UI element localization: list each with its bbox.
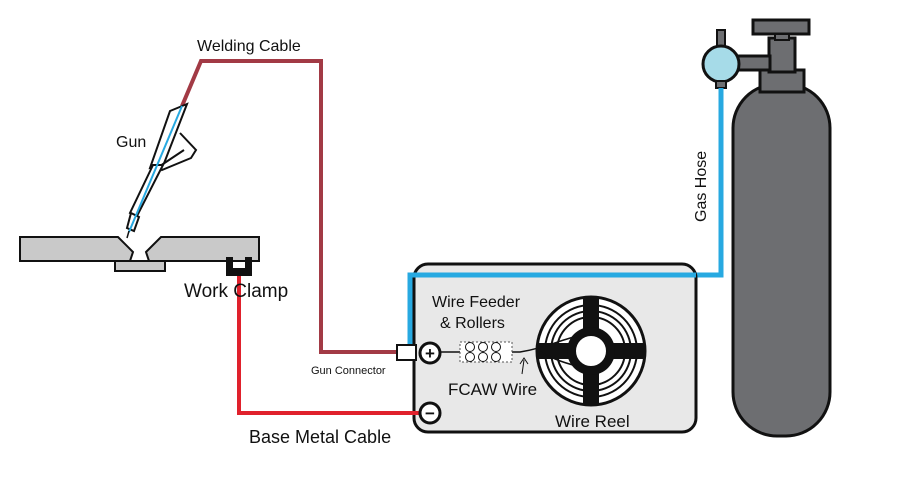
wire-reel-label: Wire Reel [555,412,630,431]
backing-strip [114,260,166,272]
cylinder-valve-handle [751,18,811,36]
positive-terminal-symbol: + [425,344,435,363]
base-metal-cable-label: Base Metal Cable [249,427,391,447]
gun-connector-label: Gun Connector [311,365,386,377]
positive-terminal: + [418,341,442,365]
rollers-label: & Rollers [440,315,505,332]
gas-hose-label: Gas Hose [693,151,710,222]
work-clamp-icon [226,257,252,276]
fcaw-wire-path [432,335,579,353]
negative-terminal-symbol: − [425,404,435,423]
cylinder-handle-post [774,33,790,41]
workpiece [19,236,260,272]
fcaw-wire-label: FCAW Wire [448,380,537,399]
regulator-pipe [736,54,772,72]
gun-label: Gun [116,134,146,151]
work-clamp-label: Work Clamp [184,281,288,302]
regulator [701,29,741,89]
workpiece-right-plate [144,236,260,262]
regulator-outlet [715,80,727,89]
wire-reel [535,295,647,407]
fcaw-wire-pointer-icon [519,357,529,375]
cylinder-valve-stem [767,36,797,74]
welding-gun-icon [125,102,198,239]
gas-cylinder [731,18,832,438]
wire-feeder-rollers [459,341,513,363]
cylinder-body [731,82,832,438]
reel-hub [574,334,608,368]
base-metal-cable [237,274,419,415]
gas-hose-inner [407,272,696,353]
negative-terminal: − [418,401,442,425]
regulator-gauge [701,44,741,84]
fcaw-wire-curl [539,351,578,367]
workpiece-left-plate [19,236,135,262]
welding-cable [180,59,398,354]
wire-feeder-label: Wire Feeder [432,294,521,311]
gun-connector [396,344,417,361]
welding-cable-label: Welding Cable [197,38,301,55]
